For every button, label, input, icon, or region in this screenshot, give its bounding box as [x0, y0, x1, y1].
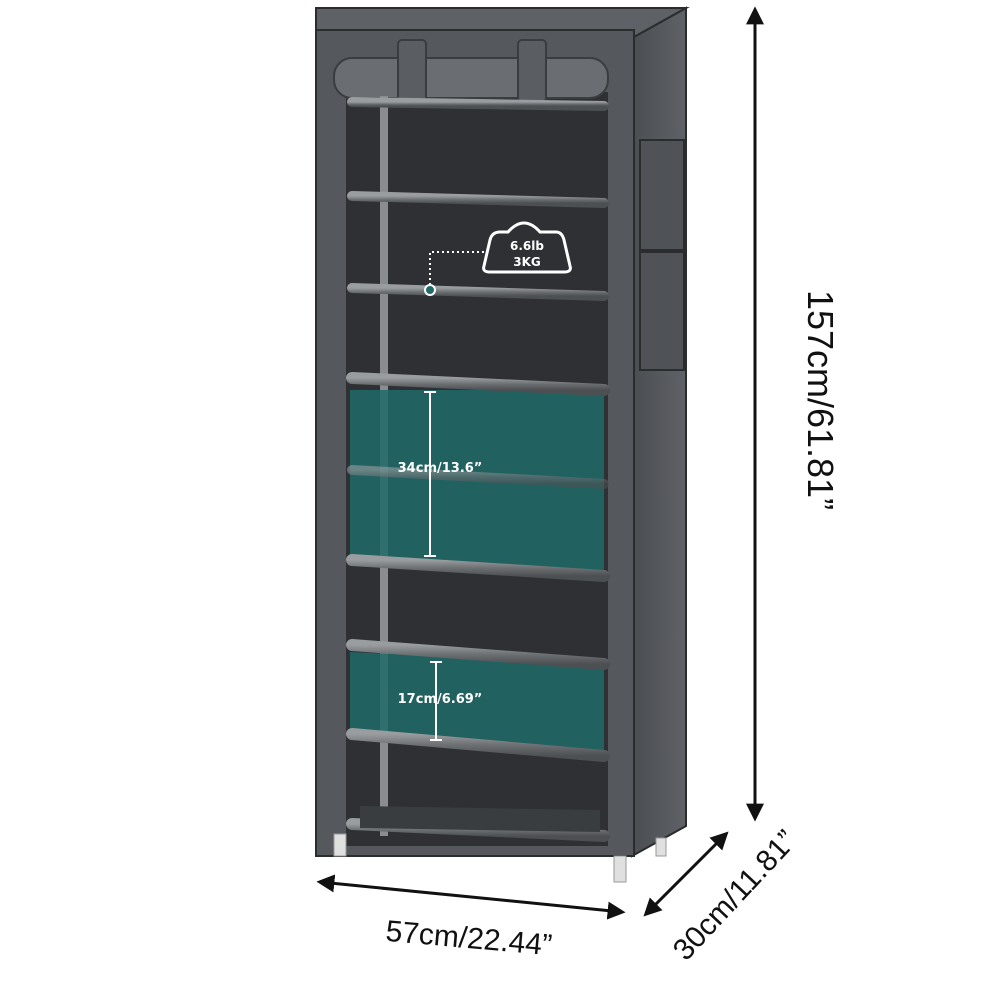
foot-back	[655, 837, 667, 857]
spacing-large-label: 34cm/13.6”	[398, 461, 483, 476]
load-pointer-line	[429, 251, 486, 290]
spacing-large-marker: 34cm/13.6”	[398, 391, 483, 557]
depth-arrow	[643, 831, 729, 917]
load-lb-label: 6.6lb	[510, 239, 544, 253]
width-label: 57cm/22.44”	[384, 915, 553, 962]
load-indicator: 6.6lb 3KG	[424, 221, 572, 296]
height-label: 157cm/61.81”	[800, 290, 841, 510]
spacing-zone-small	[350, 652, 604, 752]
rolled-cover	[333, 39, 609, 103]
depth-dimension: 30cm/11.81”	[643, 824, 803, 967]
depth-label: 30cm/11.81”	[667, 824, 803, 967]
rack-side-panel	[631, 6, 687, 858]
side-pocket-upper	[639, 139, 685, 251]
weight-icon	[482, 221, 572, 274]
shelf-rods	[346, 97, 610, 842]
bottom-shelf	[360, 806, 600, 832]
width-dimension: 57cm/22.44”	[316, 874, 626, 962]
foot-left	[333, 833, 347, 857]
shoe-rack	[315, 6, 690, 883]
height-dimension: 157cm/61.81”	[746, 6, 841, 822]
load-kg-label: 3KG	[513, 255, 541, 269]
width-arrow	[316, 874, 626, 920]
load-pointer-dot	[424, 284, 436, 296]
spacing-small-marker: 17cm/6.69”	[398, 661, 483, 741]
spacing-small-label: 17cm/6.69”	[398, 692, 483, 707]
foot-right	[613, 855, 627, 883]
side-pocket-lower	[639, 251, 685, 371]
